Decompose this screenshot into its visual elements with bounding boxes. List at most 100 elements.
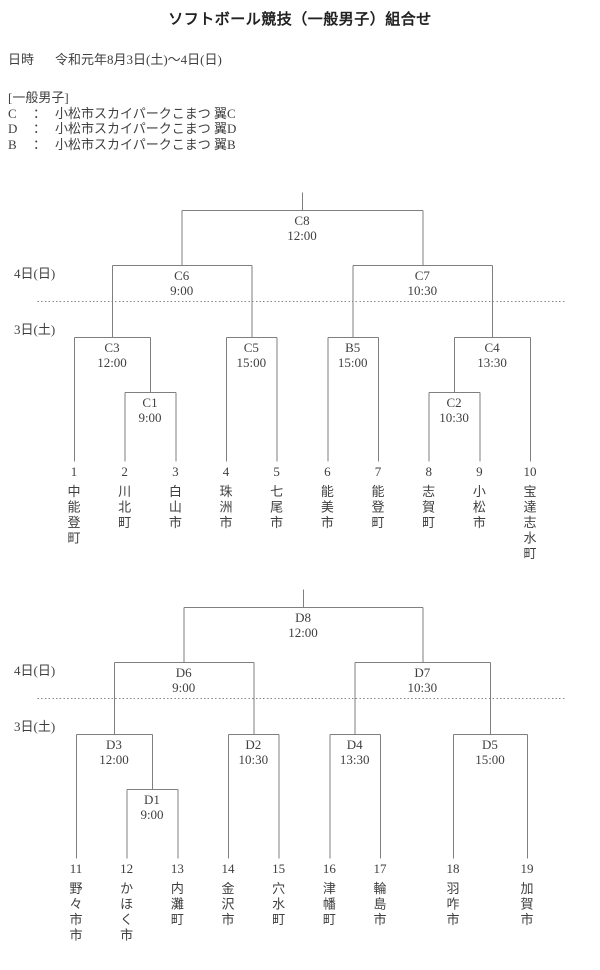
day-label-sunday: 4日(日) bbox=[14, 266, 55, 281]
team-name-char: 美 bbox=[321, 500, 334, 515]
team-name-char: 中 bbox=[67, 484, 80, 499]
match-time-label: 10:30 bbox=[408, 283, 438, 298]
match-id-label: C1 bbox=[142, 395, 157, 410]
legend-block: [一般男子] C：小松市スカイパークこまつ 翼C D：小松市スカイパークこまつ … bbox=[8, 90, 236, 152]
team-name-char: 島 bbox=[374, 897, 387, 912]
match-time-label: 12:00 bbox=[97, 355, 127, 370]
match-id-label: D2 bbox=[245, 737, 261, 752]
team-number: 2 bbox=[121, 464, 128, 479]
match-id-label: D1 bbox=[144, 792, 160, 807]
team-number: 7 bbox=[375, 464, 382, 479]
match-id-label: C6 bbox=[174, 268, 190, 283]
team-name-char: 野 bbox=[69, 881, 82, 896]
match-id-label: D8 bbox=[295, 610, 311, 625]
team-name-char: 輪 bbox=[374, 881, 387, 896]
team-name-char: 町 bbox=[118, 515, 131, 530]
day-label-saturday: 3日(土) bbox=[14, 322, 55, 337]
match-time-label: 12:00 bbox=[99, 752, 129, 767]
team-name-char: 市 bbox=[446, 912, 459, 927]
team-name-char: 市 bbox=[120, 928, 133, 943]
team-number: 12 bbox=[120, 861, 133, 876]
team-name-char: 市 bbox=[220, 515, 233, 530]
legend-code: C bbox=[8, 105, 17, 121]
date-label: 日時 bbox=[8, 52, 35, 67]
match-id-label: D7 bbox=[414, 665, 430, 680]
team-number: 3 bbox=[172, 464, 179, 479]
team-name-char: 水 bbox=[524, 531, 537, 546]
team-number: 10 bbox=[524, 464, 537, 479]
match-time-label: 9:00 bbox=[140, 807, 163, 822]
match-time-label: 9:00 bbox=[172, 680, 195, 695]
team-name-char: 市 bbox=[69, 912, 82, 927]
legend-venue: 小松市スカイパークこまつ 翼C bbox=[55, 105, 236, 121]
team-name-char: 能 bbox=[67, 500, 80, 515]
category-heading: [一般男子] bbox=[8, 90, 69, 105]
team-name-char: 市 bbox=[374, 912, 387, 927]
team-name-char: 津 bbox=[323, 881, 336, 896]
team-name-char: 市 bbox=[270, 515, 283, 530]
date-value: 令和元年8月3日(土)～4日(日) bbox=[55, 52, 222, 67]
team-number: 4 bbox=[223, 464, 230, 479]
legend-row-d: D：小松市スカイパークこまつ 翼D bbox=[8, 121, 236, 137]
team-name-char: 幡 bbox=[323, 897, 336, 912]
team-name-char: 沢 bbox=[222, 897, 235, 912]
match-id-label: D4 bbox=[347, 737, 363, 752]
match-id-label: B5 bbox=[345, 340, 360, 355]
match-time-label: 9:00 bbox=[170, 283, 193, 298]
team-name-char: 志 bbox=[524, 515, 537, 530]
team-number: 14 bbox=[222, 861, 236, 876]
match-id-label: C3 bbox=[104, 340, 119, 355]
team-name-char: 町 bbox=[67, 531, 80, 546]
team-name-char: 町 bbox=[272, 912, 285, 927]
legend-venue: 小松市スカイパークこまつ 翼B bbox=[55, 136, 236, 152]
team-name-char: 白 bbox=[169, 484, 182, 499]
page-title: ソフトボール競技（一般男子）組合せ bbox=[168, 12, 432, 28]
team-name-char: 内 bbox=[171, 881, 184, 896]
team-name-char: 町 bbox=[171, 912, 184, 927]
team-name-char: 々 bbox=[69, 897, 82, 912]
team-name-char: 川 bbox=[118, 484, 131, 499]
legend-row-b: B：小松市スカイパークこまつ 翼B bbox=[8, 137, 236, 153]
team-name-char: 咋 bbox=[446, 897, 459, 912]
team-name-char: 山 bbox=[169, 500, 182, 515]
team-name-char: 町 bbox=[372, 515, 385, 530]
team-number: 16 bbox=[323, 861, 337, 876]
team-name-char: 志 bbox=[422, 484, 435, 499]
team-number: 18 bbox=[447, 861, 460, 876]
legend-venue: 小松市スカイパークこまつ 翼D bbox=[55, 121, 237, 136]
legend-code: D bbox=[8, 121, 18, 136]
team-name-char: 尾 bbox=[270, 500, 283, 515]
match-time-label: 9:00 bbox=[138, 410, 161, 425]
team-number: 1 bbox=[71, 464, 78, 479]
team-name-char: 町 bbox=[422, 515, 435, 530]
team-name-char: 能 bbox=[372, 484, 385, 499]
match-time-label: 15:00 bbox=[237, 355, 267, 370]
team-name-char: 穴 bbox=[272, 881, 285, 896]
match-time-label: 10:30 bbox=[408, 680, 438, 695]
team-name-char: 市 bbox=[222, 912, 235, 927]
team-number: 8 bbox=[425, 464, 432, 479]
team-number: 17 bbox=[374, 861, 388, 876]
team-name-char: 加 bbox=[520, 881, 533, 896]
match-id-label: C5 bbox=[244, 340, 259, 355]
legend-code: B bbox=[8, 136, 17, 152]
team-name-char: 市 bbox=[69, 928, 82, 943]
match-id-label: D6 bbox=[176, 665, 192, 680]
team-name-char: 達 bbox=[524, 500, 537, 515]
day-label-saturday: 3日(土) bbox=[14, 719, 55, 734]
team-name-char: 賀 bbox=[520, 897, 533, 912]
match-time-label: 12:00 bbox=[287, 228, 317, 243]
team-name-char: 灘 bbox=[171, 897, 184, 912]
team-name-char: 市 bbox=[169, 515, 182, 530]
team-name-char: 市 bbox=[520, 912, 533, 927]
team-name-char: 町 bbox=[323, 912, 336, 927]
team-name-char: 町 bbox=[524, 546, 537, 561]
team-name-char: 小 bbox=[473, 484, 486, 499]
team-name-char: 登 bbox=[67, 515, 80, 530]
team-name-char: 洲 bbox=[220, 500, 233, 515]
team-name-char: 水 bbox=[272, 897, 285, 912]
team-name-char: 市 bbox=[473, 515, 486, 530]
team-number: 19 bbox=[521, 861, 534, 876]
